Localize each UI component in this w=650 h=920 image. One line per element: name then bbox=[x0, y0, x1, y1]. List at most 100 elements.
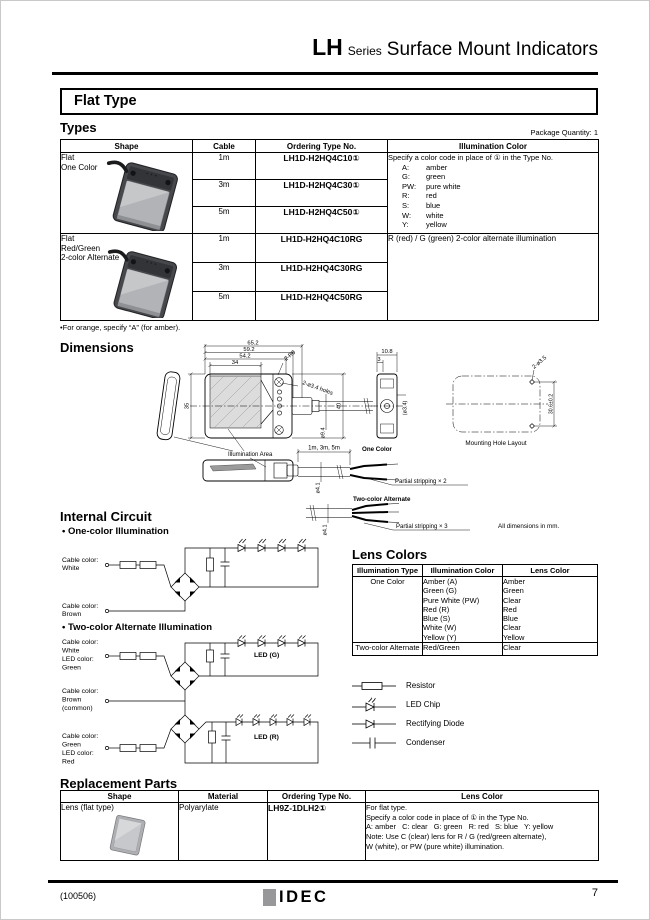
cable-length: 1m bbox=[192, 233, 256, 263]
dim-54-2: 54.2 bbox=[239, 354, 250, 360]
dim-cable-dia-41: ø4.1 bbox=[316, 482, 322, 493]
idec-logo: IDEC bbox=[263, 888, 328, 907]
illumination-intro: Specify a color code in place of ① in th… bbox=[388, 153, 554, 163]
table-row: Two-color Alternate Red/Green Clear bbox=[352, 642, 598, 657]
dimensions-drawing: 65.2 59.2 54.2 34 35 40 ø9.4 2-R6 2-ø3.4… bbox=[156, 341, 559, 536]
types-table: Shape Cable Ordering Type No. Illuminati… bbox=[60, 139, 599, 321]
shape-line: Flat bbox=[61, 153, 75, 163]
package-quantity: Package Quantity: 1 bbox=[530, 128, 598, 137]
cable-length: 5m bbox=[192, 291, 256, 321]
page-header: LH Series Surface Mount Indicators bbox=[312, 34, 598, 61]
table-row: 3m LH1D-H2HQ4C30① bbox=[61, 179, 599, 207]
led-color-value: Green bbox=[62, 665, 81, 672]
led-color-label: LED color: bbox=[62, 656, 94, 663]
cable-color-value: Brown bbox=[62, 697, 81, 704]
side-profile-view bbox=[156, 371, 181, 441]
flat-indicator-image bbox=[106, 160, 178, 231]
one-color-illumination-heading: • One-color Illumination bbox=[62, 526, 169, 537]
internal-circuit-heading: Internal Circuit bbox=[60, 509, 152, 524]
col-illumination: Illumination Color bbox=[387, 139, 599, 153]
dim-10-8: 10.8 bbox=[381, 349, 392, 355]
ordering-type-no: LH1D-H2HQ4C30① bbox=[255, 179, 388, 207]
replacement-type-no: LH9Z-1DLH2① bbox=[267, 802, 366, 861]
replacement-lens-color-cell: For flat type. Specify a color code in p… bbox=[365, 802, 599, 861]
replacement-parts-heading: Replacement Parts bbox=[60, 776, 178, 791]
illumination-cell-red-green: R (red) / G (green) 2-color alternate il… bbox=[387, 233, 599, 321]
ordering-type-no: LH1D-H2HQ4C50① bbox=[255, 206, 388, 234]
ordering-type-no: LH1D-H2HQ4C10RG bbox=[255, 233, 388, 263]
document-code: (100506) bbox=[60, 891, 97, 901]
cable-color-common: (common) bbox=[62, 705, 93, 712]
color-code: W:white bbox=[402, 210, 444, 220]
led-chip-icon bbox=[352, 696, 396, 712]
rectifying-diode-icon bbox=[352, 718, 396, 729]
shape-line: 2-color Alternate bbox=[61, 253, 120, 262]
footer-rule bbox=[48, 880, 618, 883]
page-title: Surface Mount Indicators bbox=[386, 39, 598, 60]
replacement-material: Polyarylate bbox=[178, 802, 268, 861]
legend-item: Rectifying Diode bbox=[352, 714, 464, 733]
dimensions-note: All dimensions in mm. bbox=[498, 523, 559, 530]
legend-item: Resistor bbox=[352, 676, 464, 695]
shape-line: Flat bbox=[61, 234, 75, 244]
mounting-hole-caption: Mounting Hole Layout bbox=[465, 440, 527, 447]
dim-59-2: 59.2 bbox=[243, 347, 254, 353]
col-illumination-type: Illumination Type bbox=[352, 564, 423, 577]
circuit-symbol-legend: Resistor LED Chip Rectifying Diode Conde… bbox=[352, 676, 464, 752]
dim-cable-dia: ø9.4 bbox=[321, 427, 327, 438]
shape-line: Red/Green bbox=[61, 243, 101, 253]
one-color-label: One Color bbox=[362, 446, 392, 453]
col-illumination-color: Illumination Color bbox=[422, 564, 503, 577]
flat-indicator-image bbox=[107, 249, 178, 318]
partial-stripping-2-label: Partial stripping × 2 bbox=[395, 479, 447, 485]
types-footnote: •For orange, specify “A” (for amber). bbox=[60, 323, 181, 332]
flat-type-label: Flat Type bbox=[74, 93, 137, 109]
col-shape: Shape bbox=[60, 790, 179, 803]
color-code: G:green bbox=[402, 172, 446, 182]
dim-cable-length: 1m, 3m, 5m bbox=[308, 446, 340, 452]
cable-color-value: Green bbox=[62, 742, 81, 749]
dim-mh-pitch: 30.6±0.2 bbox=[549, 394, 555, 414]
series-name: LH bbox=[312, 34, 343, 60]
cable-color-value: Brown bbox=[62, 611, 81, 618]
cable-color-label: Cable color: bbox=[62, 557, 98, 564]
table-row: Flat Red/Green 2-color Alternate bbox=[60, 233, 599, 321]
cable-color-label: Cable color: bbox=[62, 733, 98, 740]
replacement-parts-table: Shape Material Ordering Type No. Lens Co… bbox=[60, 790, 599, 861]
cable-color-label: Cable color: bbox=[62, 639, 98, 646]
color-code: S:blue bbox=[402, 200, 441, 210]
illumination-colors: Amber (A) Green (G) Pure White (PW) Red … bbox=[422, 575, 503, 644]
dim-3: 3 bbox=[377, 357, 380, 363]
dim-35: 35 bbox=[185, 403, 191, 409]
table-row: 5m LH1D-H2HQ4C50RG bbox=[61, 291, 599, 321]
legend-label: Resistor bbox=[406, 681, 436, 690]
legend-item: Condenser bbox=[352, 733, 464, 752]
color-code: R:red bbox=[402, 191, 437, 201]
lens-colors-heading: Lens Colors bbox=[352, 547, 428, 562]
ordering-type-no: LH1D-H2HQ4C50RG bbox=[255, 291, 388, 321]
led-r-label: LED (R) bbox=[254, 734, 279, 741]
one-color-circuit-diagram: Cable color: White Cable color: Brown bbox=[62, 538, 319, 618]
dim-corner-radius: 2-R6 bbox=[283, 350, 296, 363]
col-cable: Cable bbox=[192, 139, 256, 153]
dim-40: 40 bbox=[337, 403, 343, 409]
shape-cell-red-green: Flat Red/Green 2-color Alternate bbox=[60, 233, 193, 321]
cable-color-value: White bbox=[62, 648, 80, 655]
cable-color-value: White bbox=[62, 565, 80, 572]
condenser-icon bbox=[352, 737, 396, 748]
legend-item: LED Chip bbox=[352, 695, 464, 714]
types-heading: Types bbox=[60, 120, 97, 135]
cable-color-label: Cable color: bbox=[62, 603, 98, 610]
color-code: Y:yellow bbox=[402, 220, 447, 230]
replacement-shape-label: Lens (flat type) bbox=[61, 803, 114, 813]
cable-length: 3m bbox=[192, 262, 256, 292]
cable-color-label: Cable color: bbox=[62, 688, 98, 695]
lens-colors-list: Amber Green Clear Red Blue Clear Yellow bbox=[502, 575, 598, 644]
two-color-circuit-diagram: Cable color: White LED color: Green Cabl… bbox=[62, 635, 319, 766]
illumination-colors: Red/Green bbox=[422, 642, 503, 657]
table-row: Lens (flat type) Polyarylate LH9Z-1DLH2①… bbox=[60, 802, 599, 861]
legend-label: Rectifying Diode bbox=[406, 719, 465, 728]
idec-logo-block bbox=[263, 889, 276, 906]
dim-34: 34 bbox=[232, 360, 239, 366]
